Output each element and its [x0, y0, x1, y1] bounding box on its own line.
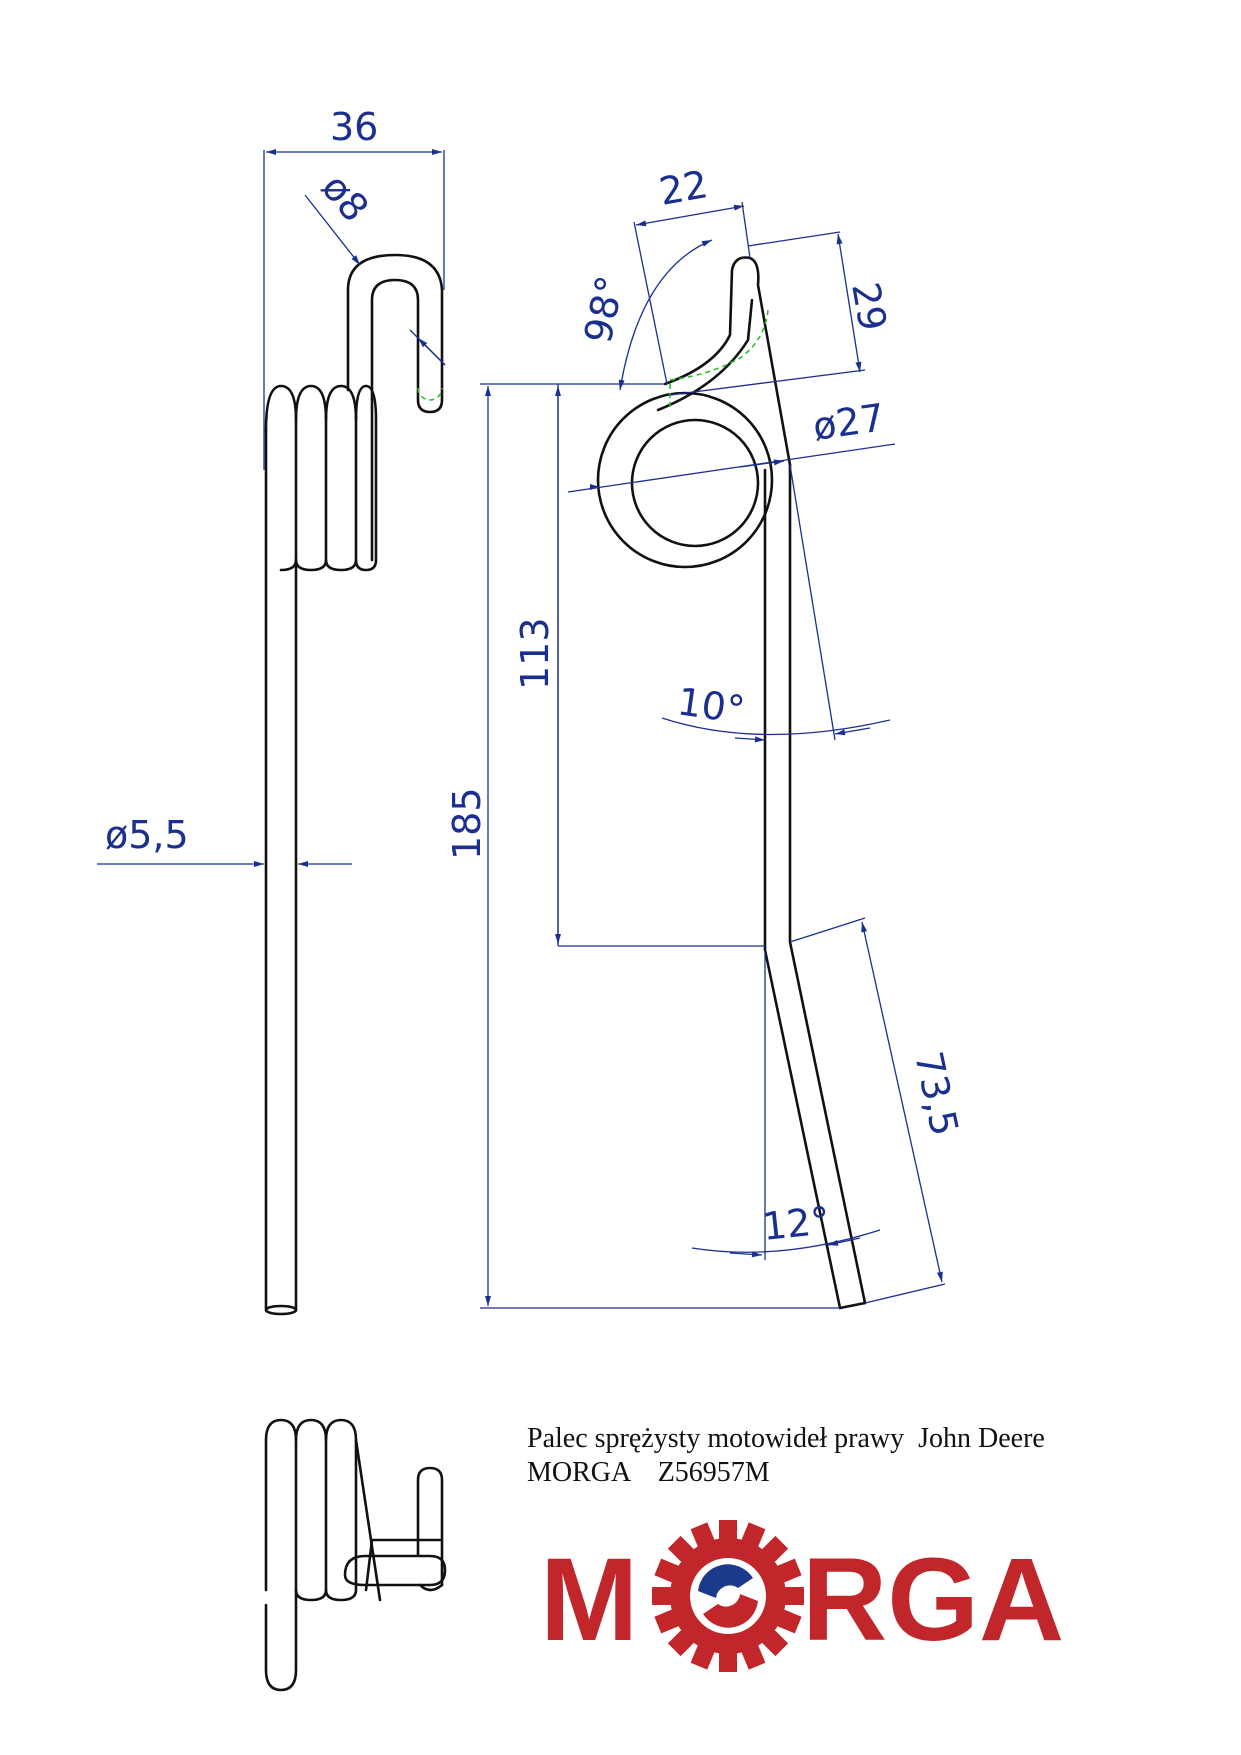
- front-view-dimensions: 185 113 22 98° 29 ø27 10° 73,5: [445, 162, 967, 1309]
- dim-width-top: 36: [330, 105, 378, 149]
- logo-text-right: RGA: [802, 1534, 1064, 1666]
- dim-hook-width: 22: [656, 162, 711, 214]
- morga-logo: M: [540, 1520, 1064, 1672]
- dim-total-height: 185: [445, 787, 489, 860]
- caption-line-2: MORGA Z56957M: [527, 1457, 770, 1488]
- dim-wire-dia: ø5,5: [105, 813, 189, 857]
- dim-wire-dia-top: ø8: [313, 166, 377, 231]
- dim-hook-height: 29: [843, 279, 895, 334]
- dim-coil-to-bend: 113: [513, 617, 557, 690]
- dim-angle-12: 12°: [760, 1198, 832, 1249]
- caption: Palec sprężysty motowideł prawy John Dee…: [527, 1422, 1045, 1490]
- dim-coil-dia: ø27: [810, 395, 887, 449]
- logo-text-left: M: [540, 1534, 638, 1666]
- gear-icon: [652, 1520, 804, 1672]
- caption-line-1: Palec sprężysty motowideł prawy John Dee…: [527, 1423, 1045, 1454]
- top-view: [264, 1418, 447, 1692]
- dim-hook-angle: 98°: [576, 272, 633, 347]
- side-view-dimensions: 36 ø8 ø5,5: [97, 105, 446, 867]
- dim-angle-10: 10°: [675, 679, 748, 732]
- dim-lower-length: 73,5: [906, 1048, 967, 1140]
- side-view: [264, 253, 444, 1316]
